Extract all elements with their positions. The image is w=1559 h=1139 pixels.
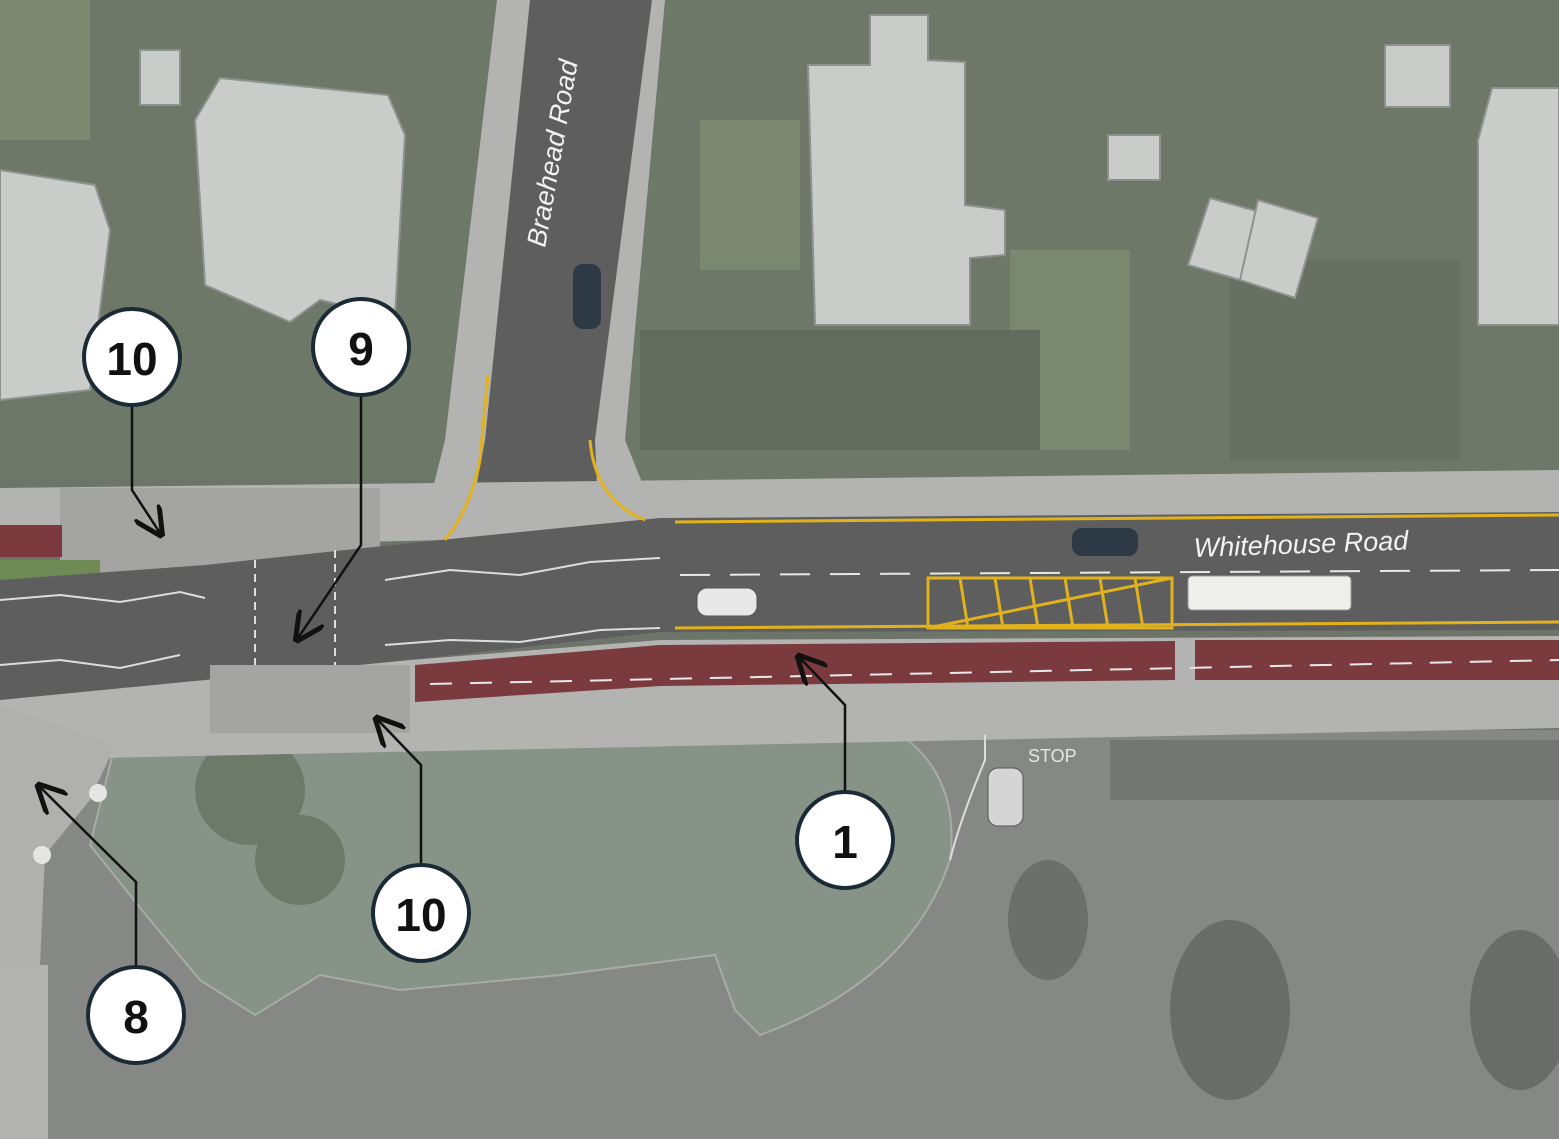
building-edge (0, 965, 48, 1139)
svg-text:1: 1 (832, 816, 858, 868)
car-icon (987, 767, 1024, 827)
yellow-lines (443, 374, 1559, 630)
bus-icon (1187, 575, 1352, 611)
cycle-lane-west (0, 525, 62, 557)
car-icon (1072, 528, 1138, 556)
svg-text:8: 8 (123, 991, 149, 1043)
callout-8: 8 (86, 965, 186, 1065)
callout-arrows (40, 395, 847, 967)
callout-1: 1 (795, 790, 895, 890)
callout-9: 9 (311, 297, 411, 397)
svg-text:10: 10 (395, 889, 446, 941)
vegetation (0, 0, 1460, 460)
cycle-lane-east (1195, 640, 1559, 680)
svg-text:9: 9 (348, 323, 374, 375)
car-icon (573, 264, 601, 329)
car-park (1008, 740, 1559, 1100)
vehicles (573, 264, 1352, 827)
callout-10-north: 10 (82, 307, 182, 407)
park-area (88, 736, 953, 1037)
svg-text:10: 10 (106, 333, 157, 385)
car-icon (696, 587, 758, 617)
whitehouse-north-footpath (0, 470, 1559, 550)
stop-marking: STOP (1028, 746, 1077, 766)
callout-10-south: 10 (371, 863, 471, 963)
whitehouse-road-carriageway (0, 512, 1559, 700)
buildings (0, 14, 1559, 402)
southwest-footpath (0, 705, 115, 965)
braehead-road-carriageway (470, 0, 652, 520)
yellow-box-junction (926, 576, 1174, 630)
